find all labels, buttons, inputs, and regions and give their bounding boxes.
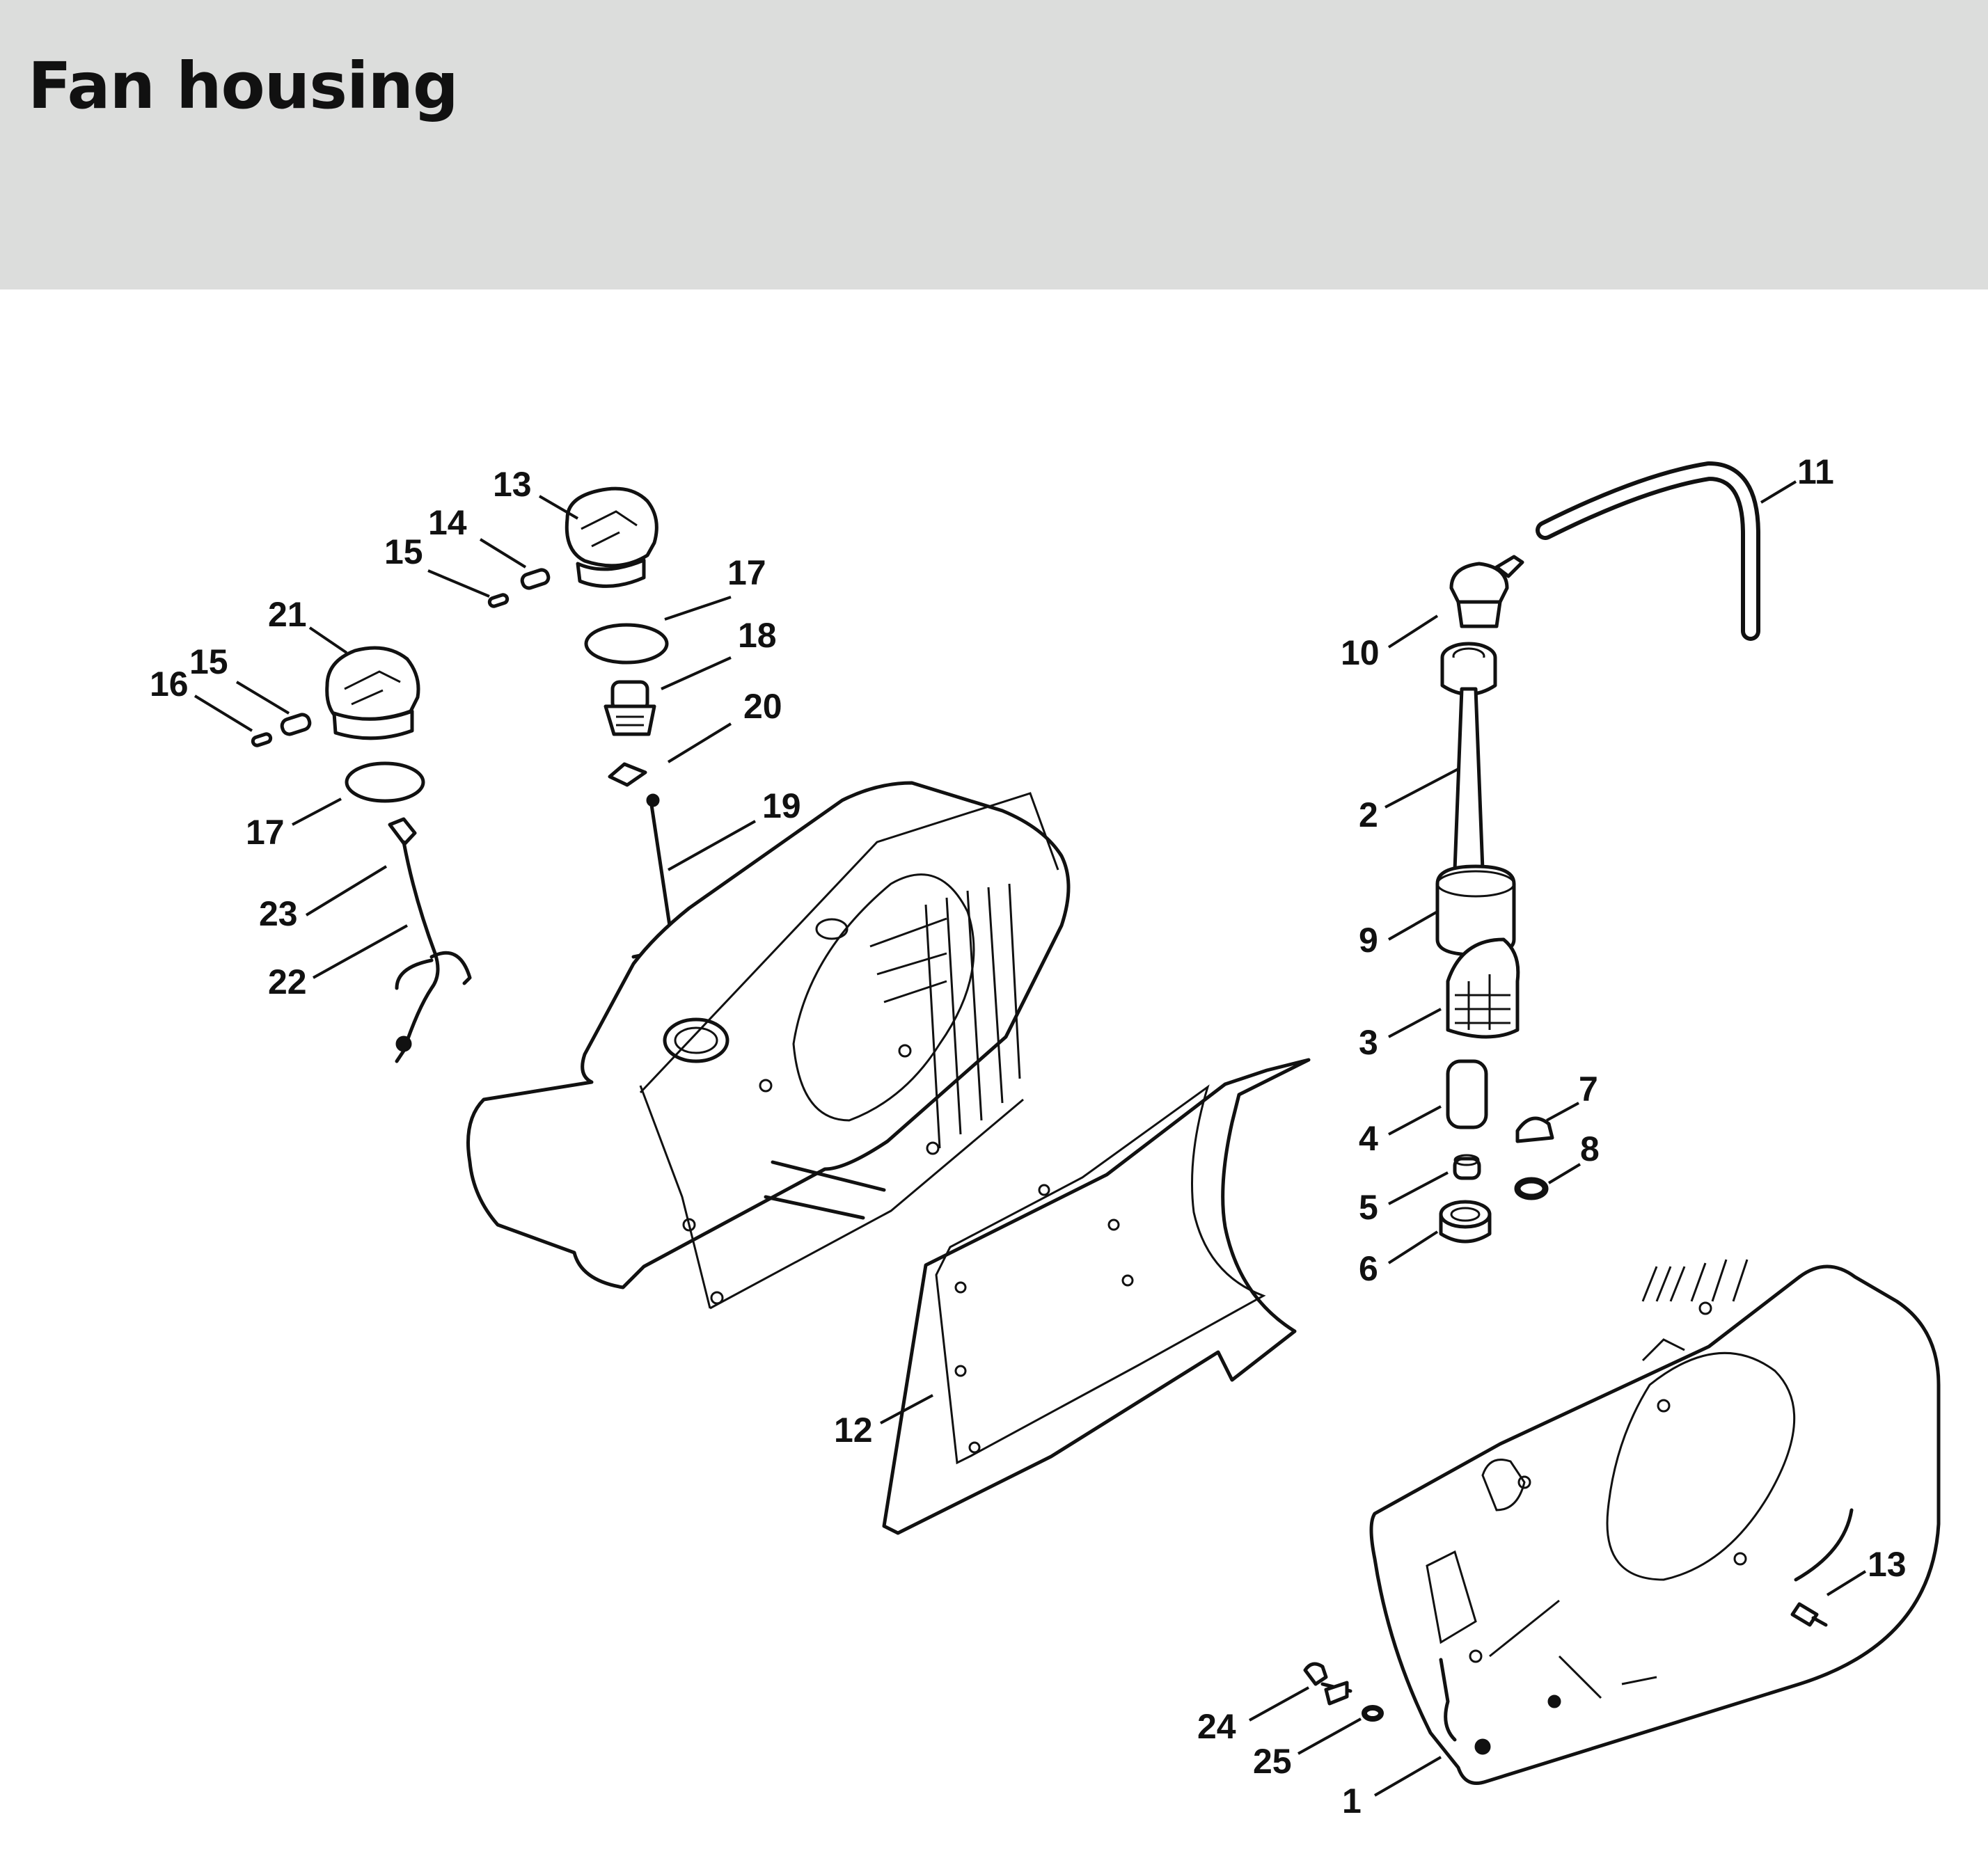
part-25-washer [1362,1705,1384,1722]
part-6-ring [1439,1200,1492,1244]
part-11-hose [1536,461,1760,641]
callout-22: 22 [268,962,307,1001]
page-title: Fan housing [28,49,459,123]
part-14-filler-cap [565,486,658,588]
callout-14: 13 [493,465,532,504]
callout-2: 2 [1359,795,1378,834]
callout-8: 8 [1580,1129,1600,1168]
callout-10: 10 [1341,633,1380,672]
part-7-cap [1515,1116,1554,1143]
part-15-16-pins-top [487,568,551,608]
callout-15-left: 15 [189,642,228,681]
callout-12: 12 [834,1411,873,1450]
part-12-gasket [882,1058,1311,1535]
callout-21: 21 [268,595,307,634]
callout-16-left: 16 [150,665,189,704]
part-20-disc [608,762,647,787]
callout-25: 25 [1253,1742,1292,1781]
part-2-pickup [1440,642,1497,872]
header-bar: Fan housing [0,0,1988,289]
part-9-weight [1435,864,1516,957]
callout-19: 19 [762,786,801,825]
callout-18: 18 [738,616,777,655]
callout-15-top: 14 [428,503,467,542]
part-8-washer [1514,1177,1549,1200]
part-24-bolt [1303,1662,1352,1706]
part-21-filler-cap [325,646,420,740]
callout-17-top: 17 [727,553,766,592]
callout-4: 4 [1359,1119,1378,1158]
part-11-hose-inner [1540,466,1756,637]
part-15-16-pins-left [251,713,312,747]
part-17-oring-top [584,623,669,665]
part-3-filter [1446,937,1520,1039]
callout-16-top: 15 [384,532,423,571]
callout-20: 20 [743,687,782,726]
leader-lines [194,480,1867,1797]
part-18-fitting [604,680,656,736]
callout-6: 6 [1359,1249,1378,1288]
callout-3: 3 [1359,1023,1378,1062]
callout-1: 1 [1342,1781,1362,1820]
callout-24: 24 [1197,1707,1236,1746]
callout-13: 13 [1868,1545,1907,1584]
part-17-oring-left [345,761,425,803]
part-10-fitting [1449,555,1524,628]
part-4-sleeve [1446,1059,1488,1129]
callout-11: 11 [1797,452,1834,491]
callout-7: 7 [1579,1070,1598,1109]
part-1-fan-housing [1369,1259,1941,1785]
callout-9: 9 [1359,921,1378,960]
part-5-plug [1453,1154,1481,1180]
part-22-23-cord [388,817,472,1063]
callout-17-left: 17 [246,813,285,852]
housing-tank-center [466,781,1071,1310]
part-13-screw [1790,1602,1828,1627]
callout-23: 23 [259,894,298,933]
callout-5: 5 [1359,1188,1378,1227]
